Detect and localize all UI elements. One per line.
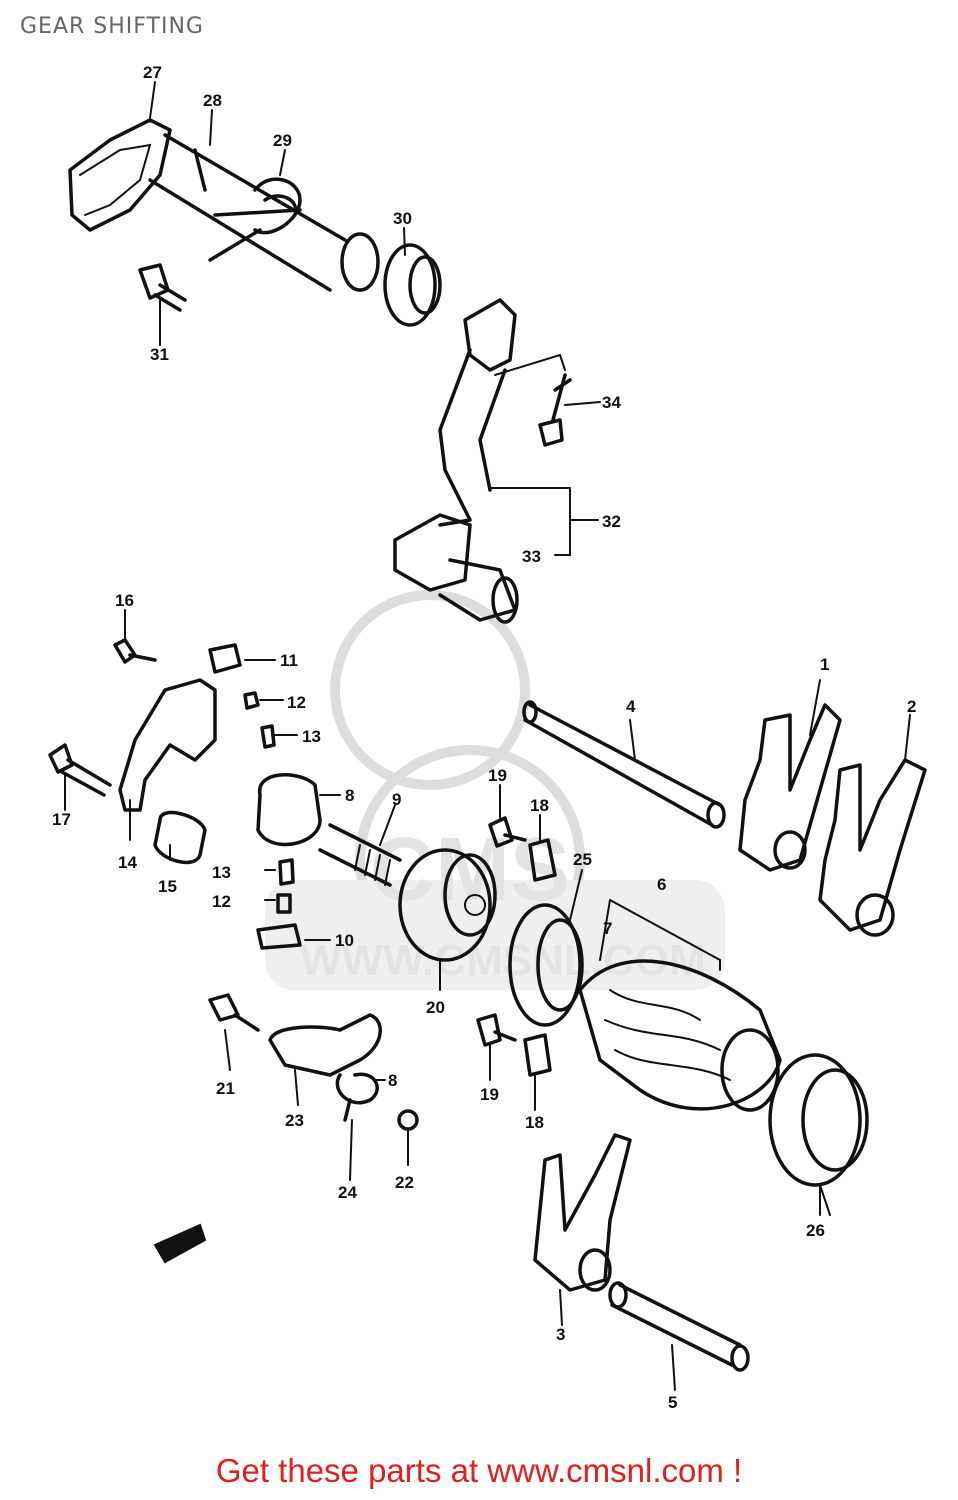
callout-24: 24 (338, 1183, 357, 1202)
callout-13b: 13 (212, 863, 231, 882)
callout-19b: 19 (480, 1085, 499, 1104)
page-title: GEAR SHIFTING (20, 14, 204, 39)
callout-19: 19 (488, 766, 507, 785)
gearshift-cam-drum-6 (578, 899, 782, 1112)
callout-34: 34 (602, 393, 621, 412)
callout-7: 7 (603, 919, 612, 938)
bearing-26 (768, 1053, 869, 1187)
stopper-18-upper (528, 838, 557, 882)
lower-left-parts (208, 993, 419, 1131)
bolt-19-lower (476, 1013, 517, 1047)
shift-fork-1 (738, 703, 842, 872)
watermark-logo-text: CMS (370, 820, 570, 920)
callout-27: 27 (143, 63, 162, 82)
callout-labels: 27 28 29 30 31 34 32 33 16 11 12 13 17 1… (52, 63, 916, 1412)
callout-12b: 12 (212, 892, 231, 911)
callout-13: 13 (302, 727, 321, 746)
oil-seal-30 (383, 243, 442, 327)
front-arrow-icon (153, 1223, 207, 1264)
shift-cam-plate-20 (398, 848, 497, 962)
callout-22: 22 (395, 1173, 414, 1192)
small-parts-13-12-10 (256, 858, 302, 950)
callout-2: 2 (907, 697, 916, 716)
callout-25: 25 (573, 850, 592, 869)
callout-23: 23 (285, 1111, 304, 1130)
callout-14: 14 (118, 853, 137, 872)
shift-fork-shaft-4 (522, 700, 726, 829)
callout-31: 31 (150, 345, 169, 364)
callout-8b: 8 (388, 1071, 397, 1090)
bolt-31 (138, 263, 187, 312)
callout-15: 15 (158, 877, 177, 896)
callout-3: 3 (556, 1325, 565, 1344)
callout-1: 1 (820, 655, 829, 674)
callout-32: 32 (602, 512, 621, 531)
callout-18: 18 (530, 796, 549, 815)
gearshift-cam-8-9 (256, 773, 402, 887)
callout-18b: 18 (525, 1113, 544, 1132)
callout-8: 8 (345, 786, 354, 805)
callout-4: 4 (626, 697, 636, 716)
leader-lines (64, 81, 911, 1391)
callout-20: 20 (426, 998, 445, 1017)
left-parts-cluster (48, 638, 276, 865)
callout-11: 11 (280, 651, 298, 670)
bolt-34 (494, 353, 572, 447)
callout-6: 6 (657, 875, 666, 894)
shift-fork-shaft-5 (608, 1281, 750, 1372)
shift-fork-2 (818, 758, 927, 937)
callout-5: 5 (668, 1393, 677, 1412)
callout-12: 12 (287, 693, 306, 712)
cmsnl-parts-link[interactable]: Get these parts at www.cmsnl.com ! (215, 1452, 743, 1489)
callout-17: 17 (52, 810, 71, 829)
gearshift-shaft-assembly (68, 118, 380, 292)
bearing-25 (508, 903, 584, 1027)
gearshift-lever-32 (393, 298, 519, 624)
callout-21: 21 (216, 1079, 235, 1098)
callout-16: 16 (115, 591, 134, 610)
callout-28: 28 (203, 91, 222, 110)
callout-9: 9 (392, 790, 401, 809)
callout-33: 33 (522, 547, 541, 566)
shift-fork-3 (533, 1133, 632, 1292)
stopper-18-lower (523, 1033, 552, 1077)
callout-30: 30 (393, 209, 412, 228)
callout-26: 26 (806, 1221, 825, 1240)
callout-29: 29 (273, 131, 292, 150)
callout-10: 10 (335, 931, 354, 950)
